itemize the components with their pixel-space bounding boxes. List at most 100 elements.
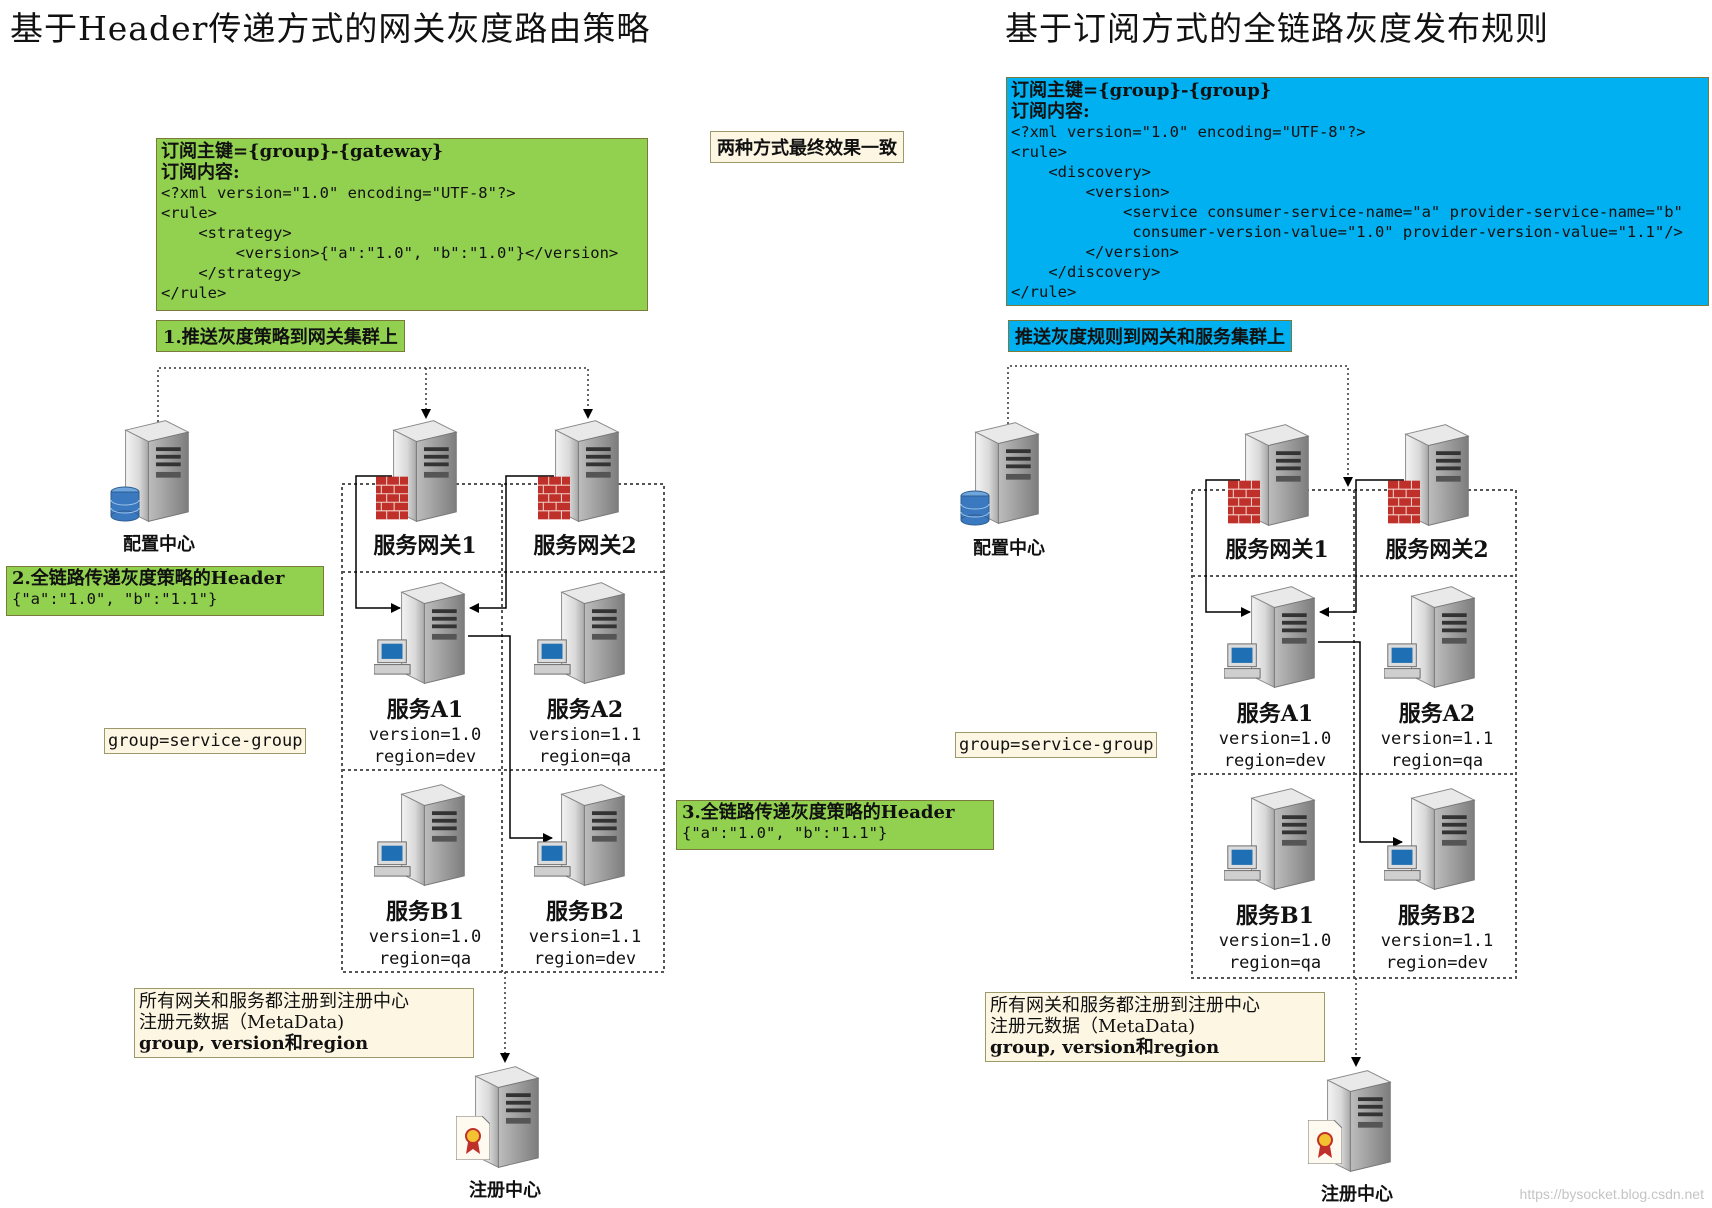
left-a1-icon [374, 582, 465, 684]
left-b2-region: region=dev [533, 949, 637, 969]
left-config-line-0: 订阅主键={group}-{gateway} [161, 141, 444, 162]
server-icon [401, 784, 465, 886]
left-config-line-5: <version>{"a":"1.0", "b":"1.0"}</version… [161, 244, 619, 262]
right-a1-version: version=1.0 [1218, 729, 1332, 749]
left-config-line-2: <?xml version="1.0" encoding="UTF-8"?> [161, 184, 516, 202]
workstation-icon [1384, 845, 1421, 881]
left-registry-note-1: 注册元数据（MetaData) [139, 1012, 345, 1033]
right-registry-note-2: group, version和region [990, 1037, 1220, 1058]
firewall-icon [376, 476, 408, 520]
right-config-line-2: <?xml version="1.0" encoding="UTF-8"?> [1011, 123, 1366, 141]
server-icon [561, 784, 625, 886]
workstation-icon [1224, 845, 1261, 881]
left-registry-icon [456, 1066, 539, 1168]
left-b1-name: 服务B1 [386, 899, 464, 925]
right-registry-note: 所有网关和服务都注册到注册中心 注册元数据（MetaData) group, v… [985, 992, 1325, 1062]
middle-note: 两种方式最终效果一致 [710, 131, 904, 163]
left-cluster-outline [341, 483, 665, 973]
right-a2-name: 服务A2 [1398, 701, 1476, 727]
right-config-line-0: 订阅主键={group}-{group} [1011, 80, 1272, 101]
left-registry-center-label: 注册中心 [469, 1180, 541, 1201]
left-title: 基于Header传递方式的网关灰度路由策略 [10, 9, 651, 48]
right-config-line-8: </version> [1011, 243, 1179, 261]
workstation-icon [534, 639, 571, 675]
right-config-center-icon [960, 422, 1039, 526]
left-step1: 1.推送灰度策略到网关集群上 [156, 320, 405, 352]
left-b1-region: region=qa [378, 949, 472, 969]
left-b2-icon [534, 784, 625, 886]
firewall-icon [1228, 480, 1260, 524]
right-b2-region: region=dev [1385, 953, 1489, 973]
right-a1-icon [1224, 586, 1315, 688]
watermark: https://bysocket.blog.csdn.net [1519, 1186, 1704, 1202]
left-a2: 服务A2 version=1.1 region=qa [510, 692, 660, 768]
right-config-center-label: 配置中心 [973, 538, 1045, 559]
right-b2-version: version=1.1 [1380, 931, 1494, 951]
right-config-box: 订阅主键={group}-{group} 订阅内容: <?xml version… [1006, 77, 1709, 306]
server-icon [1251, 788, 1315, 890]
left-registry-note-0: 所有网关和服务都注册到注册中心 [139, 991, 409, 1012]
workstation-icon [374, 639, 411, 675]
left-gateway2-icon [538, 420, 619, 522]
left-step2-title: 2.全链路传递灰度策略的Header [12, 568, 285, 589]
left-config-line-6: </strategy> [161, 264, 301, 282]
workstation-icon [534, 841, 571, 877]
server-icon [561, 582, 625, 684]
right-config-line-1: 订阅内容: [1011, 101, 1090, 122]
database-icon [110, 486, 140, 522]
server-icon [1411, 586, 1475, 688]
right-gateway2-icon [1388, 424, 1469, 526]
left-registry-note-2: group, version和region [139, 1033, 369, 1054]
right-config-line-10: </rule> [1011, 283, 1077, 301]
right-b1: 服务B1 version=1.0 region=qa [1200, 898, 1350, 974]
left-b1-icon [374, 784, 465, 886]
right-gateway1-icon [1228, 424, 1309, 526]
certificate-icon [456, 1116, 490, 1160]
right-config-line-9: </discovery> [1011, 263, 1161, 281]
right-a1: 服务A1 version=1.0 region=dev [1200, 696, 1350, 772]
right-a2-icon [1384, 586, 1475, 688]
right-b1-region: region=qa [1228, 953, 1322, 973]
right-a2: 服务A2 version=1.1 region=qa [1362, 696, 1512, 772]
right-config-line-4: <discovery> [1011, 163, 1151, 181]
right-step: 推送灰度规则到网关和服务集群上 [1008, 320, 1292, 352]
left-a2-region: region=qa [538, 747, 632, 767]
server-icon [1411, 788, 1475, 890]
right-a1-name: 服务A1 [1236, 701, 1314, 727]
left-step3: 3.全链路传递灰度策略的Header {"a":"1.0", "b":"1.1"… [676, 800, 994, 850]
left-gateway2-label: 服务网关2 [533, 533, 637, 559]
left-group-label: group=service-group [104, 728, 307, 754]
right-b2-name: 服务B2 [1398, 903, 1476, 929]
left-registry-note: 所有网关和服务都注册到注册中心 注册元数据（MetaData) group, v… [134, 988, 474, 1058]
left-gateway1-icon [376, 420, 457, 522]
right-b2-icon [1384, 788, 1475, 890]
left-a1: 服务A1 version=1.0 region=dev [350, 692, 500, 768]
left-b2-name: 服务B2 [546, 899, 624, 925]
left-a2-version: version=1.1 [528, 725, 642, 745]
right-a2-version: version=1.1 [1380, 729, 1494, 749]
server-icon [401, 582, 465, 684]
left-config-line-4: <strategy> [161, 224, 292, 242]
right-registry-center-label: 注册中心 [1321, 1184, 1393, 1205]
left-b2: 服务B2 version=1.1 region=dev [510, 894, 660, 970]
left-config-box: 订阅主键={group}-{gateway} 订阅内容: <?xml versi… [156, 138, 648, 311]
firewall-icon [538, 476, 570, 520]
right-gateway1-label: 服务网关1 [1225, 537, 1329, 563]
right-registry-icon [1308, 1070, 1391, 1172]
left-step3-title: 3.全链路传递灰度策略的Header [682, 802, 955, 823]
left-a1-region: region=dev [373, 747, 477, 767]
right-a2-region: region=qa [1390, 751, 1484, 771]
firewall-icon [1388, 480, 1420, 524]
right-registry-note-1: 注册元数据（MetaData) [990, 1016, 1196, 1037]
left-gateway1-label: 服务网关1 [373, 533, 477, 559]
workstation-icon [1384, 643, 1421, 679]
database-icon [960, 490, 990, 526]
left-config-line-3: <rule> [161, 204, 217, 222]
left-a1-name: 服务A1 [386, 697, 464, 723]
left-config-line-1: 订阅内容: [161, 162, 240, 183]
workstation-icon [1224, 643, 1261, 679]
left-a2-icon [534, 582, 625, 684]
left-b2-version: version=1.1 [528, 927, 642, 947]
left-b1-version: version=1.0 [368, 927, 482, 947]
